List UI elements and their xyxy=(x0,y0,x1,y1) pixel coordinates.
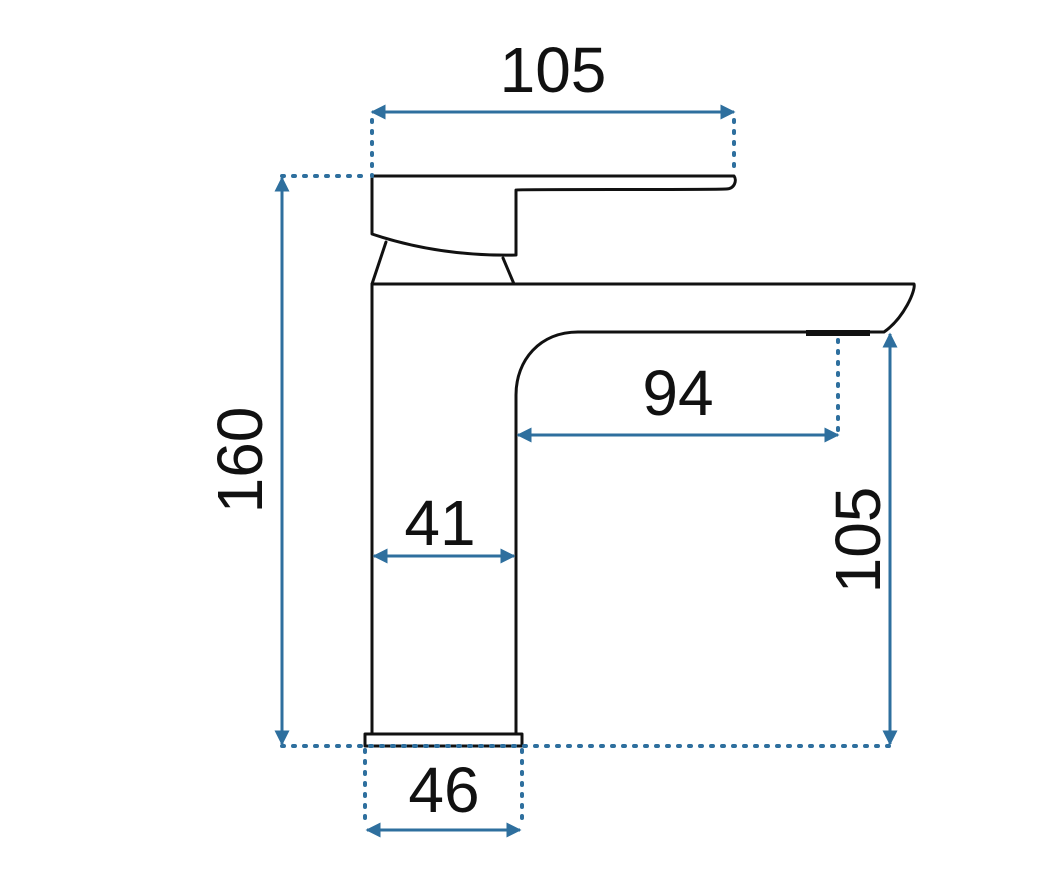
dimension-labels: 105 160 94 41 105 46 xyxy=(204,34,894,826)
base-plate xyxy=(363,732,524,748)
extension-lines xyxy=(280,118,894,828)
cartridge-neck xyxy=(370,240,516,286)
faucet-body xyxy=(370,282,916,736)
label-lever-width: 105 xyxy=(500,34,607,106)
dimension-arrows xyxy=(274,104,898,838)
faucet-outline xyxy=(363,174,916,748)
label-total-height: 160 xyxy=(204,407,276,514)
lever-handle xyxy=(370,174,737,257)
label-spout-height: 105 xyxy=(822,487,894,594)
label-spout-reach: 94 xyxy=(642,357,713,429)
aerator xyxy=(806,330,870,336)
label-body-width: 41 xyxy=(404,487,475,559)
label-base-width: 46 xyxy=(408,754,479,826)
